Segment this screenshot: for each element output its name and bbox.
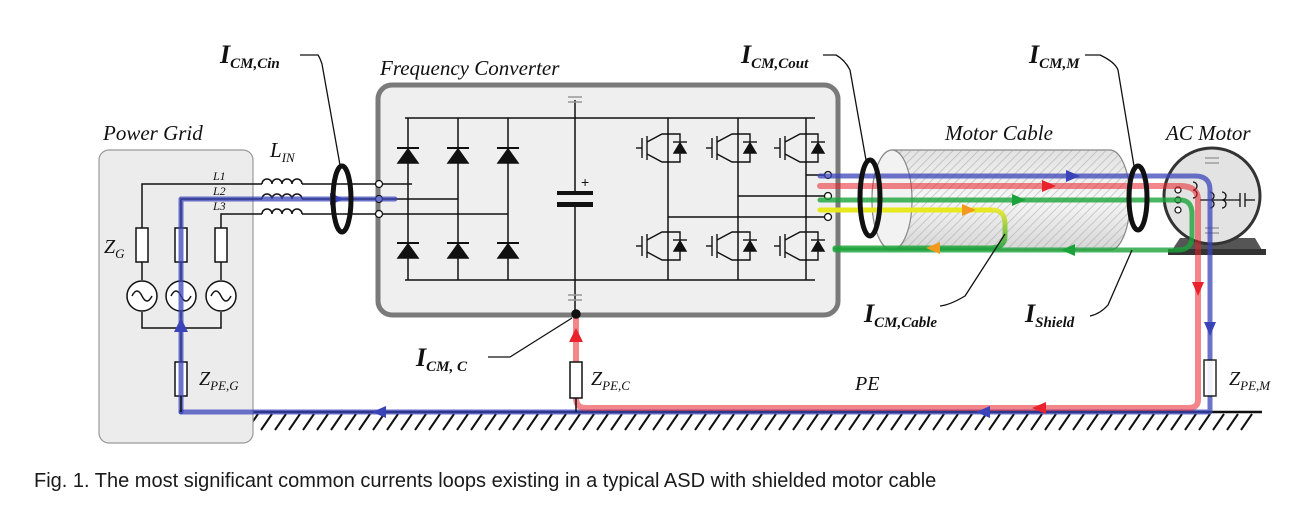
l3-label: L3: [212, 199, 226, 213]
diode: [496, 242, 520, 259]
l1-label: L1: [212, 169, 226, 183]
zpec-label: ZPE,C: [591, 368, 630, 393]
icm-cin-label: ICM,Cin: [219, 40, 280, 72]
icm-cout-label: ICM,Cout: [740, 40, 809, 72]
svg-text:+: +: [581, 174, 589, 190]
blue-loop: [178, 196, 398, 415]
ac-motor-label: AC Motor: [1164, 121, 1251, 145]
current-labels: ICM,Cin ICM,Cout ICM,M ICM,Cable IShield…: [219, 40, 1080, 375]
ishield-label: IShield: [1024, 299, 1075, 331]
ground-bar: [106, 410, 1262, 431]
zpem-label: ZPE,M: [1229, 368, 1271, 393]
frequency-converter-label: Frequency Converter: [379, 56, 560, 80]
igbt-switch: [706, 133, 758, 163]
icm-m-label: ICM,M: [1028, 40, 1080, 72]
green-loop: [817, 197, 1195, 253]
diode: [446, 242, 470, 259]
zpeg-label: ZPE,G: [199, 368, 239, 393]
icm-cable-label: ICM,Cable: [863, 299, 937, 331]
current-loops: [178, 173, 1213, 415]
igbt-switch: [774, 133, 826, 163]
pe-label: PE: [854, 373, 879, 395]
current-leaders: [300, 54, 1135, 358]
igbt-switch: [636, 231, 688, 261]
current-probes: [330, 157, 1150, 239]
zg-label: ZG: [104, 236, 125, 261]
diode: [446, 147, 470, 164]
frequency-converter-block: Frequency Converter: [374, 56, 841, 318]
l2-label: L2: [212, 184, 226, 198]
motor-cable-label: Motor Cable: [944, 121, 1053, 145]
igbt-switch: [706, 231, 758, 261]
diode: [496, 147, 520, 164]
diode: [396, 147, 420, 164]
lin-label: LIN: [269, 138, 296, 165]
igbt-switch: [774, 231, 826, 261]
red-loop: [573, 183, 1201, 411]
figure-caption: Fig. 1. The most significant common curr…: [34, 470, 937, 492]
dc-link-capacitor: +: [557, 174, 593, 207]
power-grid-block: Power Grid ZG: [98, 121, 262, 444]
icm-c-label: ICM, C: [415, 343, 468, 375]
power-grid-label: Power Grid: [102, 121, 203, 145]
ground-impedances: [180, 309, 1217, 412]
diode: [396, 242, 420, 259]
igbt-switch: [636, 133, 688, 163]
